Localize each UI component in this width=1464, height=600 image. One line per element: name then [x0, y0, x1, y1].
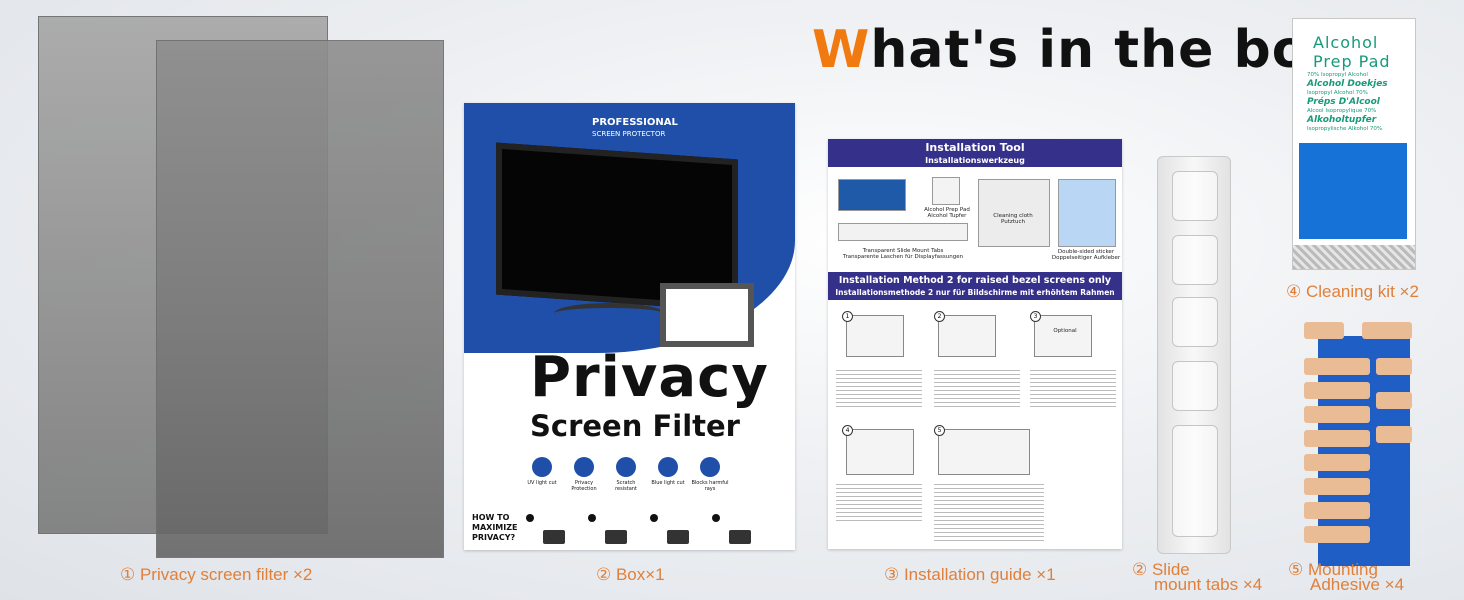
kit-title-line2: Prep Pad — [1313, 52, 1391, 71]
feature-blue-light: Blue light cut — [648, 457, 688, 486]
product-box: PROFESSIONAL SCREEN PROTECTOR Privacy Sc… — [464, 103, 795, 550]
caption-privacy-filter: ① Privacy screen filter ×2 — [120, 565, 313, 584]
guide-slide-tabs-illustration — [838, 223, 968, 241]
box-step-4 — [712, 507, 768, 544]
feature-privacy: Privacy Protection — [564, 457, 604, 492]
guide-step-1-text — [836, 367, 922, 407]
guide-tool-item-cloth: Cleaning cloth Putztuch — [993, 213, 1033, 225]
guide-step-5-text — [934, 481, 1044, 541]
laptop-icon — [605, 530, 627, 544]
monitor-illustration-small — [660, 283, 754, 347]
box-how-to: HOW TO MAXIMIZE PRIVACY? — [472, 513, 518, 542]
lamp-icon — [667, 530, 689, 544]
guide-step-1-image — [846, 315, 904, 357]
guide-step-3-image — [1034, 315, 1092, 357]
step-number-3: 3 — [1030, 311, 1041, 322]
box-brand-line2: SCREEN PROTECTOR — [592, 130, 666, 138]
mounting-adhesive-sheet — [1304, 322, 1422, 568]
guide-step-2-text — [934, 367, 1020, 407]
caption-guide: ③ Installation guide ×1 — [884, 565, 1056, 584]
monitor-stand — [554, 303, 664, 324]
installation-guide: Installation Tool Installationswerkzeug … — [828, 139, 1122, 549]
prep-pad-blue-area — [1299, 143, 1407, 239]
guide-step-5-image — [938, 429, 1030, 475]
box-product-subtitle: Screen Filter — [530, 409, 740, 443]
step-number-2: 2 — [934, 311, 945, 322]
guide-tool-item-sticker: Double-sided sticker Doppelseitiger Aufk… — [1051, 249, 1121, 261]
caption-cleaning-kit: ④ Cleaning kit ×2 — [1286, 282, 1419, 301]
title-text: hat's in the box. — [870, 20, 1364, 80]
kit-title-line1: Alcohol — [1313, 33, 1379, 52]
guide-step-2-image — [938, 315, 996, 357]
guide-tabs-illustration — [838, 179, 906, 211]
prep-pad-serrated-edge — [1293, 245, 1415, 269]
pen-icon — [616, 457, 636, 477]
feature-uv: UV light cut — [522, 457, 562, 486]
feature-harmful-rays: Blocks harmful rays — [690, 457, 730, 492]
privacy-filter-sheet-front — [156, 40, 444, 558]
guide-optional-label: Optional — [1053, 328, 1077, 334]
people-icon — [729, 530, 751, 544]
step-number-4: 4 — [842, 425, 853, 436]
guide-step-4-image — [846, 429, 914, 475]
slide-mount-tabs — [1157, 156, 1231, 554]
step-number-5: 5 — [934, 425, 945, 436]
brightness-icon — [543, 530, 565, 544]
eye-icon — [658, 457, 678, 477]
guide-tool-header: Installation Tool Installationswerkzeug — [828, 139, 1122, 167]
guide-method-header: Installation Method 2 for raised bezel s… — [828, 272, 1122, 300]
box-brand-line1: PROFESSIONAL — [592, 117, 678, 128]
guide-sticker-illustration — [1058, 179, 1116, 247]
guide-cloth-illustration — [978, 179, 1050, 247]
step-number-1: 1 — [842, 311, 853, 322]
alcohol-prep-pad: Alcohol Prep Pad 70% Isopropyl Alcohol A… — [1292, 18, 1416, 270]
sun-icon — [532, 457, 552, 477]
caption-adhesive-line1: ⑤ Mounting — [1288, 560, 1378, 579]
shield-icon — [574, 457, 594, 477]
page-title: What's in the box. — [812, 20, 1364, 80]
guide-tool-item-tabs: Transparent Slide Mount Tabs Transparent… — [842, 248, 964, 260]
guide-tool-item-prep-pad: Alcohol Prep Pad Alcohol Tupfer — [924, 207, 970, 219]
caption-box: ② Box×1 — [596, 565, 665, 584]
guide-prep-pad-illustration — [932, 177, 960, 205]
box-step-2 — [588, 507, 644, 544]
box-step-1 — [526, 507, 582, 544]
caption-tabs-line2: mount tabs ×4 — [1154, 575, 1263, 594]
guide-step-3-text — [1030, 367, 1116, 407]
warning-icon — [700, 457, 720, 477]
feature-scratch: Scratch resistant — [606, 457, 646, 492]
box-product-title: Privacy — [530, 345, 769, 410]
caption-tabs-line1: ② Slide — [1132, 560, 1190, 579]
guide-step-4-text — [836, 481, 922, 521]
title-accent-letter: W — [812, 20, 871, 80]
box-step-3 — [650, 507, 706, 544]
caption-adhesive-line2: Adhesive ×4 — [1310, 575, 1405, 594]
